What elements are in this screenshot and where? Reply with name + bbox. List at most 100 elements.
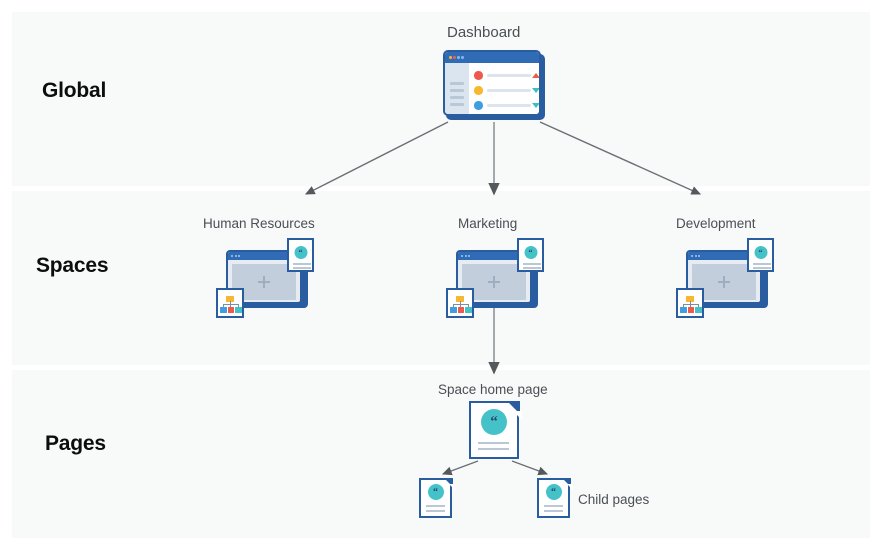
row-label-global: Global	[42, 79, 107, 102]
caption-space-marketing: Marketing	[458, 216, 518, 231]
org-node-child	[457, 307, 464, 313]
titlebar-dot-4	[461, 56, 464, 59]
space-titlebar	[458, 252, 530, 260]
space-window-icon-human-resources[interactable]: “	[216, 238, 314, 318]
titlebar-dot-1	[449, 56, 452, 59]
org-connector	[697, 304, 699, 307]
org-connector	[453, 304, 455, 307]
page-fold-corner-icon	[506, 400, 522, 420]
org-node-child	[695, 307, 702, 313]
page-document-icon-child-right[interactable]: “	[537, 477, 573, 518]
trend-down-icon	[532, 87, 539, 93]
sidebar-line-3	[450, 96, 464, 99]
row-label-spaces: Spaces	[36, 254, 109, 277]
org-node-root	[686, 296, 694, 302]
quote-glyph-icon: “	[427, 484, 444, 500]
org-connector	[223, 304, 225, 307]
caption-space-development: Development	[676, 216, 756, 231]
org-node-child	[687, 307, 694, 313]
dashboard-list-row	[474, 69, 539, 81]
dashboard-sidebar	[445, 63, 469, 114]
status-dot-yellow	[474, 86, 483, 95]
org-chart-icon-badge	[216, 288, 244, 318]
page-text-line	[293, 267, 311, 269]
page-text-line	[544, 505, 563, 507]
dashboard-window-icon[interactable]	[443, 50, 545, 120]
titlebar-dot-3	[238, 255, 240, 257]
titlebar-dot-2	[464, 255, 467, 257]
dashboard-titlebar	[445, 52, 539, 63]
org-connector	[459, 301, 461, 304]
org-connector	[459, 304, 461, 307]
row-label-pages: Pages	[45, 432, 106, 455]
org-node-child	[465, 307, 472, 313]
titlebar-dot-3	[468, 255, 470, 257]
sidebar-line-4	[450, 103, 464, 106]
org-connector	[689, 301, 691, 304]
quote-glyph-icon: “	[481, 409, 507, 435]
caption-child-pages: Child pages	[578, 492, 650, 507]
progress-bar	[487, 74, 531, 77]
progress-bar	[487, 89, 531, 92]
status-dot-red	[474, 71, 483, 80]
titlebar-dot-1	[691, 255, 693, 257]
page-text-line	[523, 263, 541, 265]
page-text-line	[478, 442, 509, 445]
org-node-child	[450, 307, 457, 313]
org-node-child	[680, 307, 687, 313]
dashboard-list-row	[474, 84, 539, 96]
space-titlebar	[228, 252, 300, 260]
sidebar-line-2	[450, 89, 464, 92]
quote-glyph-icon: “	[754, 246, 767, 259]
page-document-icon-badge: “	[747, 238, 774, 272]
sidebar-line-1	[450, 82, 464, 85]
page-text-line	[544, 510, 563, 512]
page-text-line	[426, 510, 445, 512]
page-text-line	[523, 267, 541, 269]
org-connector	[229, 301, 231, 304]
status-dot-blue	[474, 101, 483, 110]
page-text-line	[293, 263, 311, 265]
org-node-child	[227, 307, 234, 313]
trend-up-icon	[532, 72, 539, 78]
page-document-icon-badge: “	[517, 238, 544, 272]
progress-bar	[487, 104, 531, 107]
dashboard-list-row	[474, 99, 539, 111]
page-fold-corner-icon	[561, 477, 573, 490]
page-text-line	[426, 505, 445, 507]
org-node-root	[456, 296, 464, 302]
titlebar-dot-2	[234, 255, 237, 257]
org-chart-icon-badge	[446, 288, 474, 318]
titlebar-dot-3	[457, 56, 460, 59]
page-fold-inner	[567, 484, 573, 490]
titlebar-dot-1	[231, 255, 233, 257]
page-document-icon-badge: “	[287, 238, 314, 272]
space-titlebar	[688, 252, 760, 260]
titlebar-dot-3	[698, 255, 700, 257]
titlebar-dot-1	[461, 255, 463, 257]
org-node-child	[220, 307, 227, 313]
quote-glyph-icon: “	[524, 246, 537, 259]
org-connector	[689, 304, 691, 307]
page-fold-inner	[449, 484, 455, 490]
org-connector	[229, 304, 231, 307]
titlebar-dot-2	[453, 56, 456, 59]
trend-down-icon	[532, 102, 539, 108]
org-chart-icon-badge	[676, 288, 704, 318]
org-node-child	[235, 307, 242, 313]
caption-dashboard: Dashboard	[447, 24, 521, 41]
page-fold-corner-icon	[443, 477, 455, 490]
quote-glyph-icon: “	[294, 246, 307, 259]
org-node-root	[226, 296, 234, 302]
page-text-line	[753, 267, 771, 269]
space-window-icon-development[interactable]: “	[676, 238, 774, 318]
org-connector	[237, 304, 239, 307]
dashboard-frame	[443, 50, 541, 116]
space-window-icon-marketing[interactable]: “	[446, 238, 544, 318]
page-document-icon-child-left[interactable]: “	[419, 477, 455, 518]
band-global	[12, 12, 870, 186]
page-document-icon-space-home[interactable]: “	[469, 400, 522, 459]
caption-space-human-resources: Human Resources	[203, 216, 315, 231]
caption-space-home-page: Space home page	[438, 382, 548, 397]
